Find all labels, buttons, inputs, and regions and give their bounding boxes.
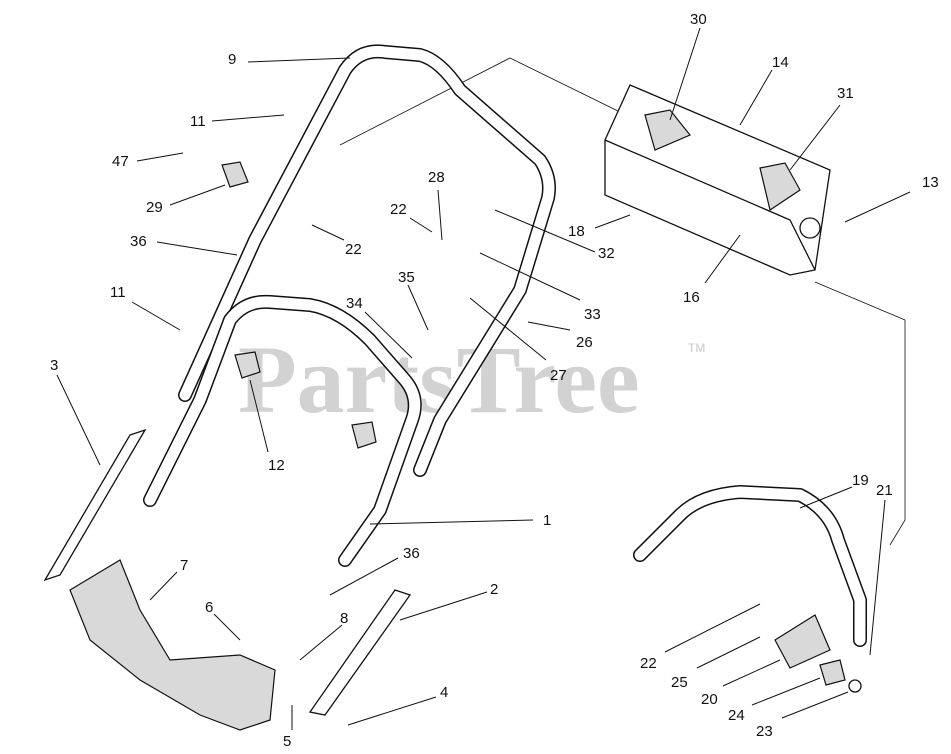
left-side-rod	[43, 428, 147, 582]
callout-9: 9	[228, 51, 236, 68]
callout-18: 18	[568, 223, 585, 240]
callout-19: 19	[852, 472, 869, 489]
nut-23	[848, 679, 862, 693]
control-lever-31	[759, 162, 801, 211]
callout-1: 1	[543, 512, 551, 529]
callout-26: 26	[576, 334, 593, 351]
callout-21: 21	[876, 482, 893, 499]
callout-8: 8	[340, 610, 348, 627]
bail-bracket-20	[774, 614, 831, 669]
callout-22: 22	[390, 201, 407, 218]
callout-28: 28	[428, 169, 445, 186]
callout-12: 12	[268, 457, 285, 474]
callout-14: 14	[772, 54, 789, 71]
callout-2: 2	[490, 581, 498, 598]
callout-35: 35	[398, 269, 415, 286]
callout-3: 3	[50, 357, 58, 374]
callout-24: 24	[728, 707, 745, 724]
callout-20: 20	[701, 691, 718, 708]
callout-36: 36	[130, 233, 147, 250]
callout-33: 33	[584, 306, 601, 323]
callout-31: 31	[837, 85, 854, 102]
deck-bracket	[69, 559, 276, 731]
reference-line	[509, 57, 621, 113]
control-box-edge	[604, 139, 816, 271]
callout-29: 29	[146, 199, 163, 216]
throttle-lever-30	[644, 109, 691, 151]
control-box-knob	[799, 217, 821, 239]
callout-11: 11	[110, 284, 126, 301]
callout-30: 30	[690, 11, 707, 28]
watermark-tm: TM	[688, 341, 705, 355]
callout-4: 4	[440, 684, 448, 701]
callout-7: 7	[180, 557, 188, 574]
callout-22: 22	[345, 241, 362, 258]
upper-handle-inner	[179, 45, 555, 476]
callout-11: 11	[190, 113, 206, 130]
callout-6: 6	[205, 599, 213, 616]
callout-34: 34	[346, 295, 363, 312]
callout-23: 23	[756, 723, 773, 740]
leader-lines	[56, 27, 911, 730]
callout-22: 22	[640, 655, 657, 672]
callout-5: 5	[283, 733, 291, 750]
lower-handle-inner	[144, 296, 421, 566]
handle-knob-right	[351, 421, 377, 449]
handle-knob-left	[234, 351, 261, 379]
right-side-rod	[308, 589, 412, 716]
reference-line	[814, 281, 906, 546]
callout-47: 47	[112, 153, 129, 170]
callout-27: 27	[550, 367, 567, 384]
callout-16: 16	[683, 289, 700, 306]
callout-32: 32	[598, 245, 615, 262]
callout-25: 25	[671, 674, 688, 691]
part-24	[819, 659, 846, 686]
callout-36: 36	[403, 545, 420, 562]
callout-13: 13	[922, 174, 939, 191]
bail-handle-inner	[634, 486, 866, 646]
reference-line	[339, 57, 511, 146]
cable-clip	[221, 161, 249, 188]
